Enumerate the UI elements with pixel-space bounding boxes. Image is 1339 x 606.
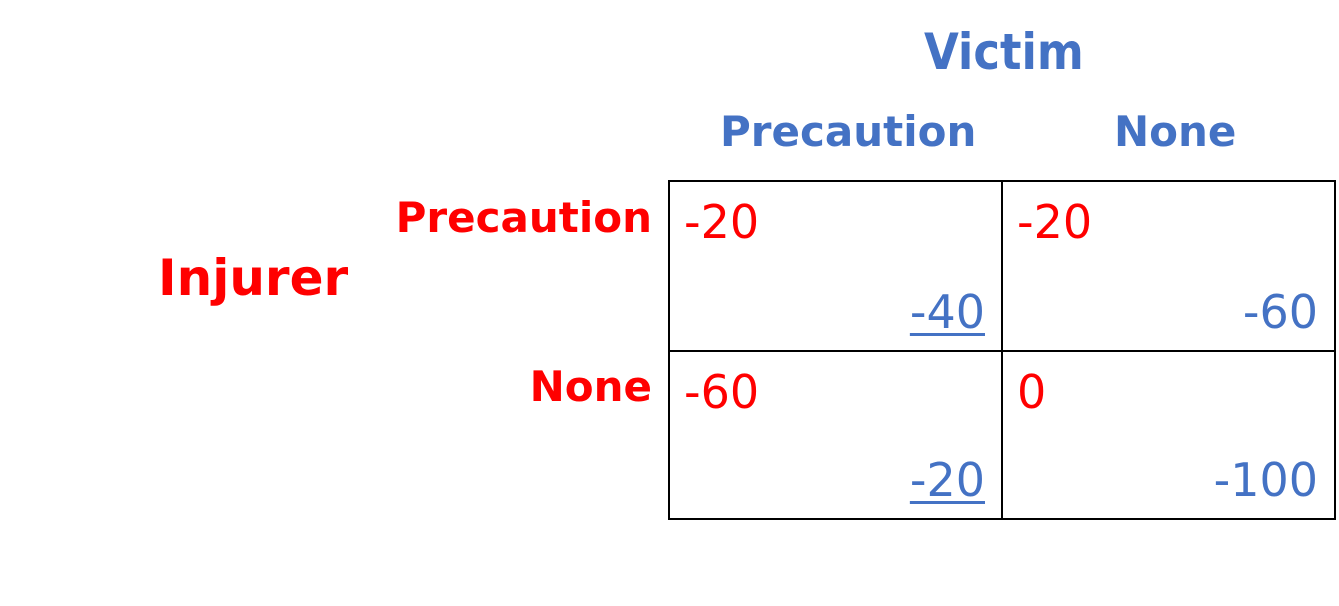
row-payoff: -60: [684, 365, 760, 419]
row-player-label: Injurer: [158, 249, 349, 307]
payoff-matrix: -20 -40 -20 -60 -60 -20 0 -100: [668, 180, 1336, 520]
row-payoff: -20: [684, 195, 760, 249]
column-payoff: -100: [1213, 453, 1318, 507]
column-payoff: -40: [909, 285, 985, 339]
column-strategy-none: None: [1114, 107, 1237, 156]
column-player-label: Victim: [924, 23, 1084, 81]
payoff-cell-none-none: 0 -100: [1001, 350, 1336, 520]
row-strategy-precaution: Precaution: [395, 193, 652, 242]
payoff-cell-none-precaution: -60 -20: [668, 350, 1003, 520]
column-payoff: -20: [909, 453, 985, 507]
payoff-cell-precaution-precaution: -20 -40: [668, 180, 1003, 352]
column-strategy-precaution: Precaution: [720, 107, 977, 156]
row-payoff: 0: [1017, 365, 1047, 419]
column-payoff: -60: [1242, 285, 1318, 339]
row-strategy-none: None: [529, 362, 652, 411]
payoff-cell-precaution-none: -20 -60: [1001, 180, 1336, 352]
row-payoff: -20: [1017, 195, 1093, 249]
